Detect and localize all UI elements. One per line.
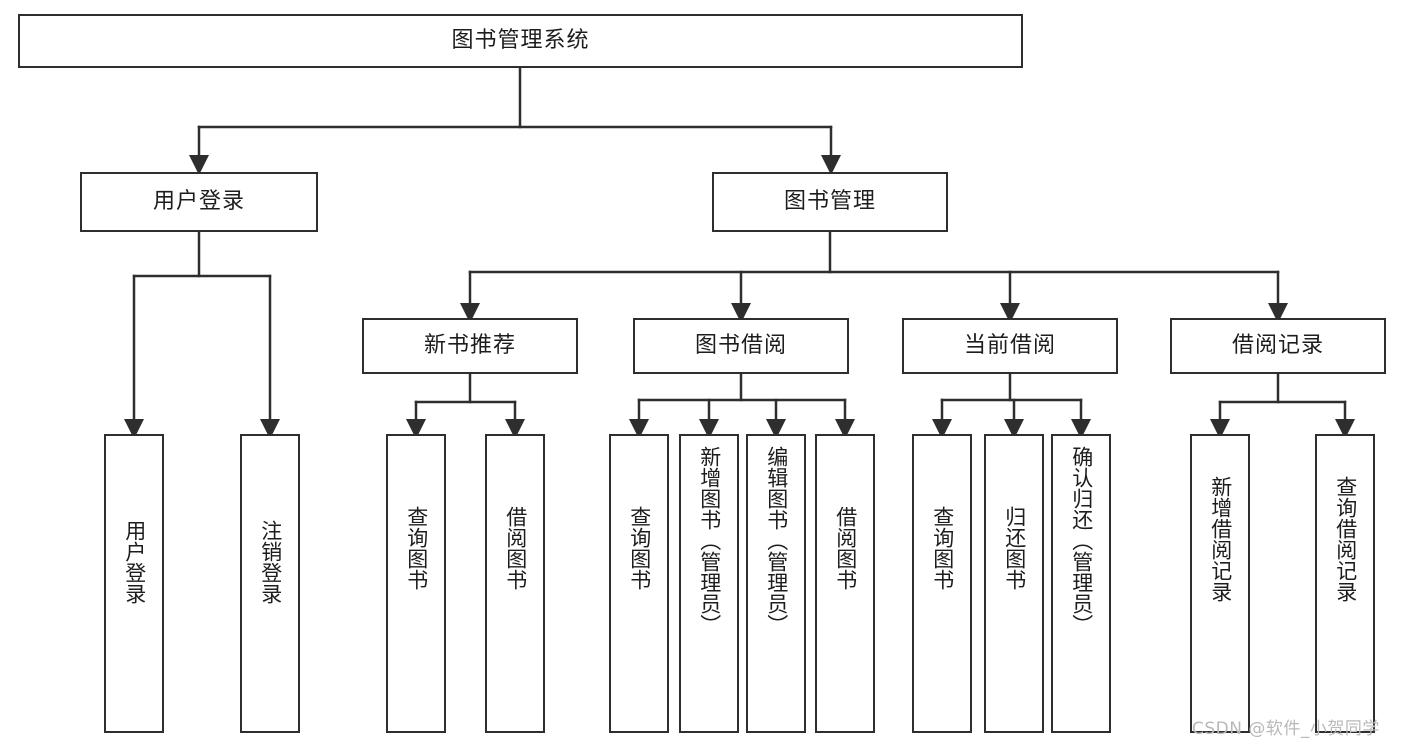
node-leaf-edit-book-admin[interactable]: 编辑图书（管理员） <box>746 434 806 733</box>
node-leaf-query-books-2-label: 查询图书 <box>627 506 652 590</box>
node-leaf-borrow-books-1[interactable]: 借阅图书 <box>485 434 545 733</box>
node-leaf-query-books-1[interactable]: 查询图书 <box>386 434 446 733</box>
node-leaf-query-books-1-label: 查询图书 <box>404 506 429 590</box>
node-user-login-label: 用户登录 <box>152 188 245 214</box>
node-root[interactable]: 图书管理系统 <box>18 14 1023 68</box>
node-leaf-return-books[interactable]: 归还图书 <box>984 434 1044 733</box>
node-book-borrow[interactable]: 图书借阅 <box>633 318 849 374</box>
node-user-login[interactable]: 用户登录 <box>80 172 318 232</box>
node-leaf-query-borrow-record[interactable]: 查询借阅记录 <box>1315 434 1375 733</box>
node-leaf-query-books-2[interactable]: 查询图书 <box>609 434 669 733</box>
node-leaf-confirm-return-admin[interactable]: 确认归还（管理员） <box>1051 434 1111 733</box>
node-leaf-edit-book-admin-label: 编辑图书（管理员） <box>764 446 789 635</box>
node-leaf-user-login[interactable]: 用户登录 <box>104 434 164 733</box>
node-current-borrow-label: 当前借阅 <box>963 332 1056 358</box>
node-new-book-recommend[interactable]: 新书推荐 <box>362 318 578 374</box>
node-leaf-query-books-3-label: 查询图书 <box>930 506 955 590</box>
node-book-management-label: 图书管理 <box>783 188 876 214</box>
node-leaf-borrow-books-1-label: 借阅图书 <box>503 506 528 590</box>
node-leaf-query-books-3[interactable]: 查询图书 <box>912 434 972 733</box>
node-leaf-add-borrow-record[interactable]: 新增借阅记录 <box>1190 434 1250 733</box>
node-root-label: 图书管理系统 <box>451 27 590 53</box>
node-book-management[interactable]: 图书管理 <box>712 172 948 232</box>
node-new-book-recommend-label: 新书推荐 <box>423 332 516 358</box>
node-borrow-record[interactable]: 借阅记录 <box>1170 318 1386 374</box>
node-leaf-query-borrow-record-label: 查询借阅记录 <box>1333 476 1358 602</box>
node-leaf-borrow-books-2[interactable]: 借阅图书 <box>815 434 875 733</box>
node-leaf-logout-label: 注销登录 <box>258 520 283 604</box>
node-leaf-return-books-label: 归还图书 <box>1002 506 1027 590</box>
node-book-borrow-label: 图书借阅 <box>694 332 787 358</box>
node-borrow-record-label: 借阅记录 <box>1231 332 1324 358</box>
node-leaf-add-book-admin-label: 新增图书（管理员） <box>697 446 722 635</box>
node-leaf-user-login-label: 用户登录 <box>122 520 147 604</box>
node-leaf-borrow-books-2-label: 借阅图书 <box>833 506 858 590</box>
node-leaf-logout[interactable]: 注销登录 <box>240 434 300 733</box>
node-leaf-add-book-admin[interactable]: 新增图书（管理员） <box>679 434 739 733</box>
node-current-borrow[interactable]: 当前借阅 <box>902 318 1118 374</box>
csdn-watermark: CSDN @软件_小贺同学 <box>1192 719 1380 739</box>
node-leaf-add-borrow-record-label: 新增借阅记录 <box>1208 476 1233 602</box>
node-leaf-confirm-return-admin-label: 确认归还（管理员） <box>1069 446 1094 635</box>
